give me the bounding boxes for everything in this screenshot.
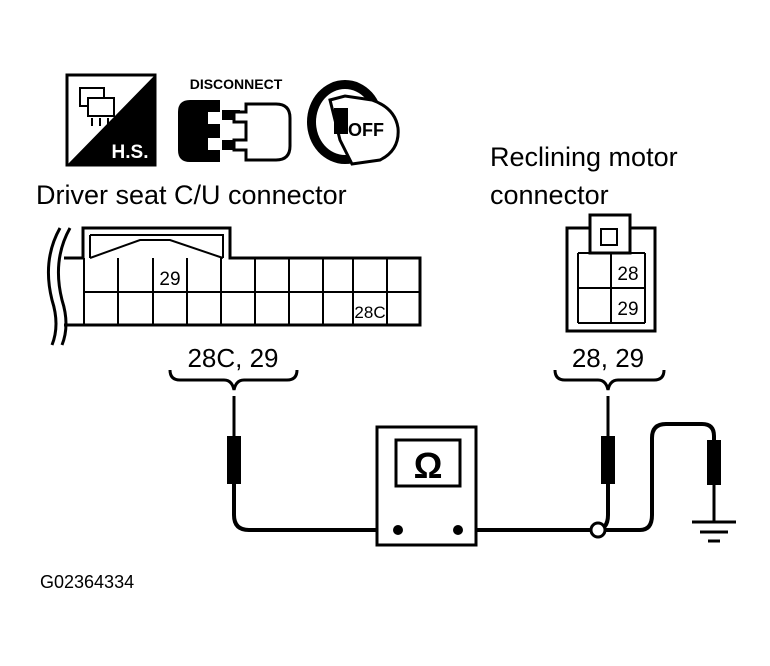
reclining-terminal-28: 28 — [617, 264, 638, 285]
driver-terminals-label: 28C, 29 — [187, 343, 278, 373]
reclining-terminals-bracket — [553, 369, 666, 391]
right-test-probe — [601, 396, 615, 484]
right-test-lead-wire — [458, 484, 610, 532]
ignition-off-icon: OFF — [307, 80, 400, 166]
driver-terminal-29: 29 — [159, 269, 180, 290]
driver-terminals-bracket — [168, 369, 299, 391]
reclining-motor-connector: 28 29 — [565, 213, 657, 333]
left-test-probe — [227, 396, 241, 484]
reclining-terminals-label: 28, 29 — [572, 343, 644, 373]
reclining-connector-title-line2: connector — [490, 180, 609, 210]
meter-positive-terminal — [453, 525, 463, 535]
left-test-lead-wire — [232, 484, 398, 532]
driver-seat-cu-connector: 29 28C — [46, 226, 422, 346]
meter-negative-terminal — [393, 525, 403, 535]
wire-junction — [589, 521, 607, 539]
ignition-off-label: OFF — [348, 120, 384, 140]
figure-id: G02364334 — [40, 572, 134, 592]
harness-check-icon: H.S. — [65, 73, 157, 167]
ohmmeter: Ω — [375, 425, 478, 547]
ohm-symbol: Ω — [414, 445, 443, 486]
reclining-connector-title-line1: Reclining motor — [490, 142, 678, 172]
ground-probe — [707, 440, 721, 522]
ground-lead-wire — [605, 422, 716, 532]
ground-symbol — [692, 520, 736, 543]
disconnect-label: DISCONNECT — [190, 76, 283, 92]
hs-label: H.S. — [112, 142, 149, 163]
disconnect-icon: DISCONNECT — [178, 76, 292, 162]
driver-terminal-28c: 28C — [354, 303, 385, 322]
reclining-terminal-29: 29 — [617, 299, 638, 320]
driver-connector-title: Driver seat C/U connector — [36, 180, 347, 210]
